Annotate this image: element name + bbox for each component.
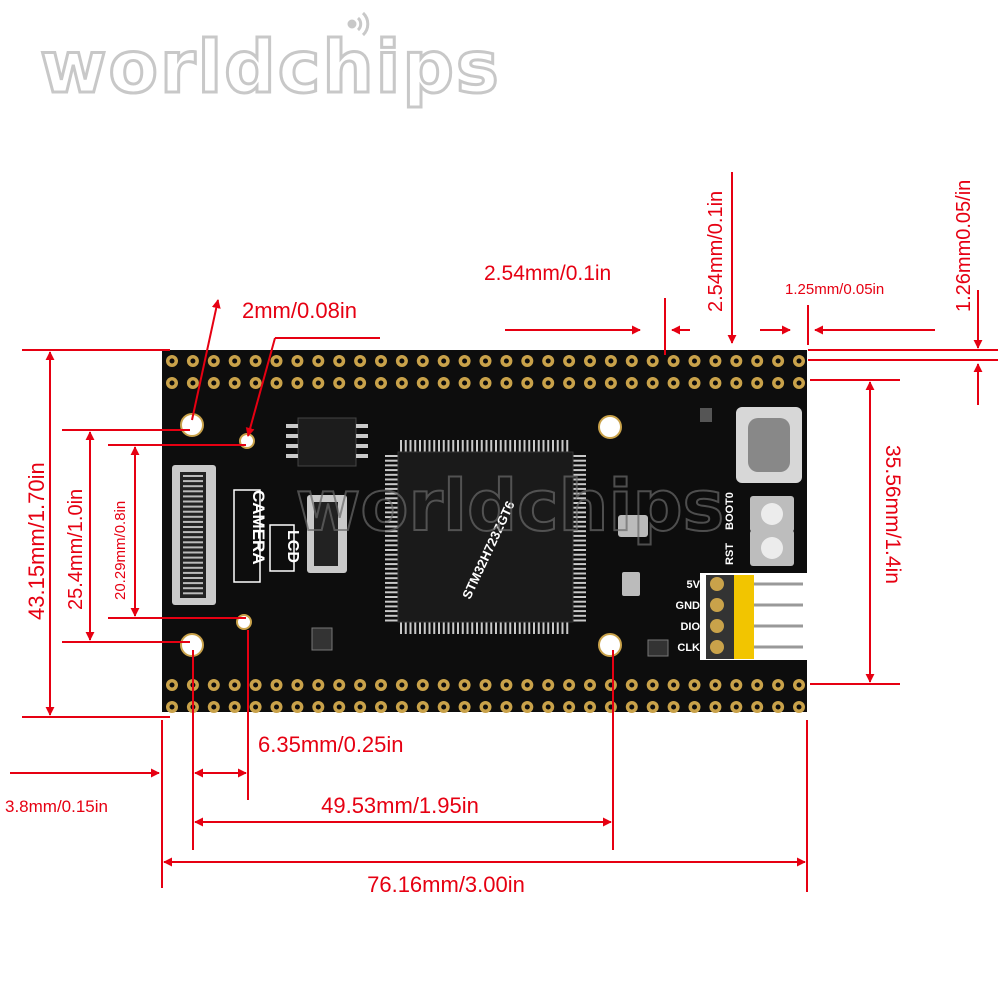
mcu-chip: STM32H723ZGT6: [385, 440, 586, 634]
pin-label-5v: 5V: [687, 579, 701, 591]
label-hole-spacing-y: 25.4mm/1.0in: [65, 489, 87, 610]
svg-text:LCD: LCD: [284, 530, 301, 563]
mounting-hole-top-right: [598, 415, 622, 439]
lcd-connector: [307, 495, 347, 573]
watermark-text: worldchips: [40, 25, 501, 109]
label-width-total: 76.16mm/3.00in: [367, 872, 525, 897]
label-pad-size: 1.25mm/0.05in: [785, 281, 884, 298]
mounting-hole-bottom-right: [598, 633, 622, 657]
header-pads-bottom: [166, 679, 805, 713]
label-header-row-spacing: 35.56mm/1.4in: [881, 445, 904, 584]
swd-header: 5V GND DIO CLK: [676, 575, 803, 659]
lcd-label: LCD: [269, 524, 301, 572]
boot-label: BOOT0: [724, 492, 736, 530]
camera-connector: [172, 465, 216, 605]
label-connector-height: 20.29mm/0.8in: [112, 501, 129, 600]
pcb-board: CAMERA LCD STM32H723ZGT6: [162, 350, 807, 713]
dimension-labels: 76.16mm/3.00in 49.53mm/1.95in 3.8mm/0.15…: [5, 180, 975, 897]
watermark-logo: worldchips: [39, 11, 501, 111]
wifi-icon: [347, 11, 370, 37]
dimension-lines: [10, 172, 998, 892]
pin-label-dio: DIO: [680, 621, 700, 633]
header-pads-top: [166, 355, 805, 389]
usb-c-connector: [736, 407, 802, 483]
label-hole-spacing-x: 49.53mm/1.95in: [321, 793, 479, 818]
mounting-holes: [180, 413, 622, 657]
camera-label: CAMERA: [233, 489, 268, 583]
board-watermark: worldchips: [296, 465, 724, 547]
pin-label-gnd: GND: [676, 600, 701, 612]
label-pin-pitch-b: 2.54mm/0.1in: [705, 191, 727, 312]
label-pin-pitch-a: 2.54mm/0.1in: [484, 262, 611, 285]
label-hole-offset: 6.35mm/0.25in: [258, 732, 404, 757]
smd-components: [286, 408, 712, 657]
label-edge-offset: 3.8mm/0.15in: [5, 797, 108, 816]
boot-rst-buttons: BOOT0 RST: [724, 492, 794, 566]
label-pad-offset: 1.26mm0.05/in: [953, 180, 975, 312]
pin-label-clk: CLK: [677, 642, 700, 654]
rst-label: RST: [724, 543, 736, 565]
label-height-total: 43.15mm/1.70in: [24, 462, 49, 620]
svg-text:CAMERA: CAMERA: [249, 490, 268, 565]
label-hole-diameter: 2mm/0.08in: [242, 298, 357, 323]
